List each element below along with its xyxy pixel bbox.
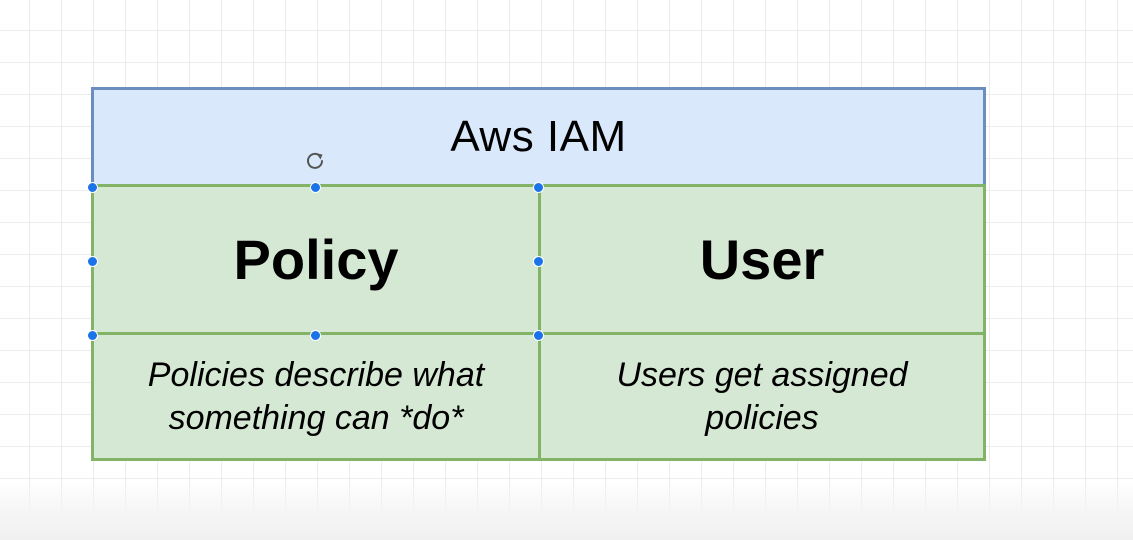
policy-description: Policies describe what something can *do… (147, 355, 485, 437)
selection-handle-top-left[interactable] (86, 181, 98, 193)
header-aws-iam[interactable]: Aws IAM (91, 87, 986, 187)
selection-handle-top-right[interactable] (532, 181, 544, 193)
rotate-icon[interactable] (304, 150, 326, 172)
user-description-cell[interactable]: Users get assigned policies (538, 332, 986, 461)
header-label: Aws IAM (450, 112, 627, 161)
selection-handle-bottom-middle[interactable] (309, 329, 321, 341)
user-title-cell[interactable]: User (538, 184, 986, 335)
policy-description-cell[interactable]: Policies describe what something can *do… (91, 332, 541, 461)
selection-handle-top-middle[interactable] (309, 181, 321, 193)
selection-handle-bottom-right[interactable] (532, 329, 544, 341)
selection-handle-middle-right[interactable] (532, 255, 544, 267)
bottom-fade (0, 480, 1133, 540)
selection-handle-middle-left[interactable] (86, 255, 98, 267)
user-title: User (699, 228, 825, 291)
selection-handle-bottom-left[interactable] (86, 329, 98, 341)
user-description: Users get assigned policies (616, 355, 908, 437)
policy-title: Policy (233, 228, 399, 291)
iam-diagram: Aws IAM Policy User Policies describe wh… (91, 87, 986, 461)
policy-title-cell[interactable]: Policy (91, 184, 541, 335)
